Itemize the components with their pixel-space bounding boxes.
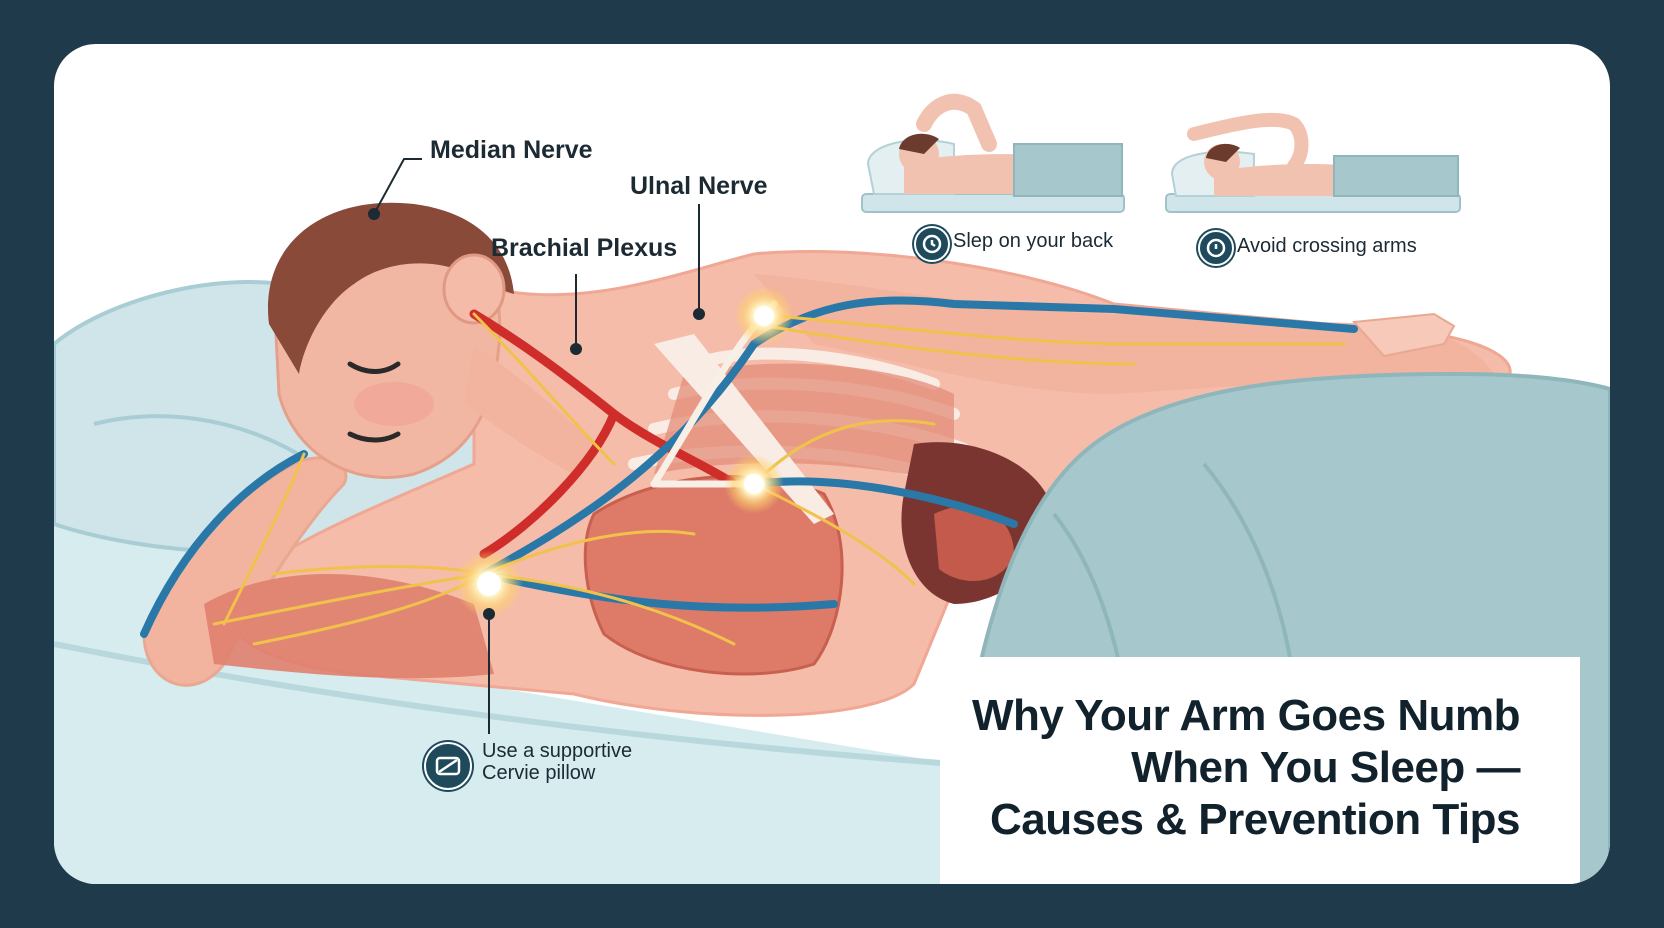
ulnal-nerve-label: Ulnal Nerve: [630, 172, 768, 200]
title-line-2: When You Sleep —: [1131, 743, 1520, 792]
title-line-3: Causes & Prevention Tips: [989, 795, 1521, 844]
title-line-1: Why Your Arm Goes Numb: [971, 691, 1521, 740]
anatomy-illustration: [54, 93, 1610, 884]
brachial-plexus-label: Brachial Plexus: [491, 234, 678, 262]
clock-icon: [1198, 230, 1234, 266]
closed-eye: [347, 431, 401, 443]
nerve-pathway-blue: [140, 296, 1358, 638]
pillow-icon: [424, 742, 472, 790]
leader-lines: [368, 158, 705, 734]
bed-sheet-fold: [54, 641, 955, 767]
forearm-muscle: [204, 574, 494, 679]
artery: [469, 309, 739, 559]
hand: [1351, 312, 1456, 358]
sternum: [654, 334, 834, 524]
median-nerve-label: Median Nerve: [430, 136, 593, 164]
ear: [442, 253, 506, 325]
avoid-crossing-arms-thumbnail: [1165, 112, 1461, 213]
tip-supportive-pillow-line1: Use a supportive: [482, 740, 633, 762]
title-panel: Why Your Arm Goes Numb When You Sleep — …: [940, 657, 1580, 884]
closed-eye: [347, 361, 401, 374]
head: [267, 202, 514, 479]
neck: [464, 344, 594, 474]
clock-icon: [914, 226, 950, 262]
tip-sleep-on-back: Slep on your back: [953, 230, 1114, 252]
sleep-on-back-thumbnail: [861, 93, 1125, 213]
infographic-card: Median Nerve Ulnal Nerve Brachial Plexus…: [54, 44, 1610, 884]
hair: [267, 202, 514, 374]
tip-avoid-crossing-arms: Avoid crossing arms: [1237, 235, 1417, 257]
tip-supportive-pillow-line2: Cervie pillow: [482, 762, 596, 784]
